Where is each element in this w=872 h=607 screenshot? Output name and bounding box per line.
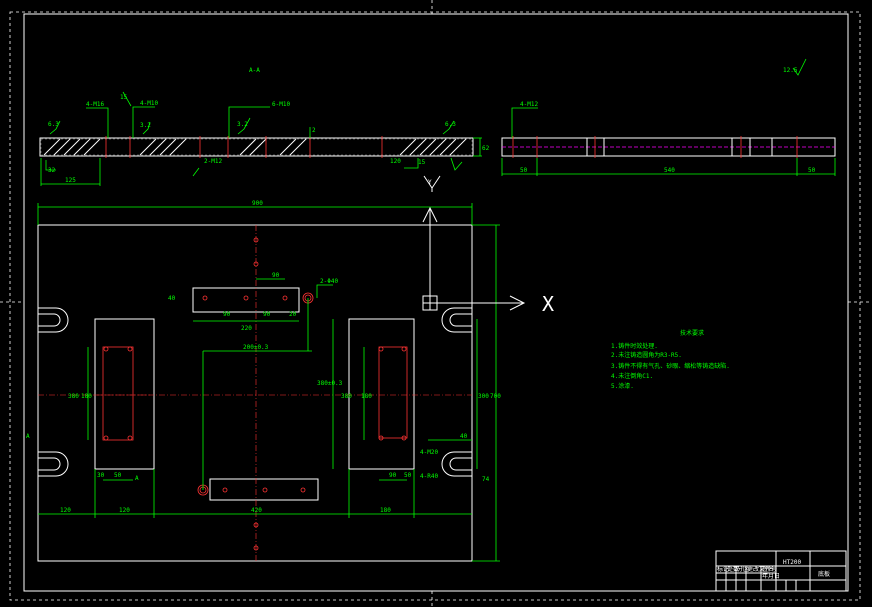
side-view: 4-M12 50 540 50 — [501, 101, 836, 176]
svg-text:90: 90 — [263, 311, 271, 318]
svg-text:6.3: 6.3 — [445, 121, 456, 128]
svg-text:分区: 分区 — [737, 565, 749, 573]
svg-text:6-M10: 6-M10 — [272, 101, 290, 108]
svg-text:技术要求: 技术要求 — [680, 329, 704, 337]
svg-text:4-M12: 4-M12 — [520, 101, 538, 108]
svg-text:300: 300 — [478, 393, 489, 400]
svg-text:签名: 签名 — [762, 565, 774, 573]
svg-text:50: 50 — [404, 472, 412, 479]
technical-notes: 技术要求 1.铸件时效处理. 2.未注铸造圆角为R3-R5. 3.铸件不得有气孔… — [611, 329, 730, 390]
svg-text:50: 50 — [520, 167, 528, 174]
section-view: 4-M16 4-M10 6-M10 2-M12 6.3 3.2 3.2 6.3 … — [39, 91, 490, 186]
svg-text:Y: Y — [428, 179, 432, 186]
svg-text:90: 90 — [223, 311, 231, 318]
svg-text:50: 50 — [114, 472, 122, 479]
y-axis-marker: Y — [423, 175, 441, 192]
svg-text:4-M16: 4-M16 — [86, 101, 104, 108]
sheet-inner-border — [23, 13, 849, 592]
svg-text:380: 380 — [68, 393, 79, 400]
svg-text:3.2: 3.2 — [140, 122, 151, 129]
svg-text:X: X — [542, 292, 554, 316]
svg-text:4.未注倒角C1.: 4.未注倒角C1. — [611, 372, 653, 380]
svg-text:74: 74 — [482, 476, 490, 483]
title-block: HT200 底板 标记 处数 分区 更改文件号 签名 年月日 — [715, 550, 847, 592]
svg-text:180: 180 — [361, 393, 372, 400]
svg-text:更改文件号: 更改文件号 — [747, 565, 777, 573]
svg-text:12.5: 12.5 — [783, 67, 798, 74]
svg-text:120: 120 — [390, 158, 401, 165]
svg-text:3.铸件不得有气孔、砂眼、缩松等铸造缺陷.: 3.铸件不得有气孔、砂眼、缩松等铸造缺陷. — [611, 362, 730, 370]
svg-text:5.涂漆.: 5.涂漆. — [611, 382, 634, 390]
svg-text:540: 540 — [664, 167, 675, 174]
svg-text:2: 2 — [312, 127, 316, 134]
svg-text:90: 90 — [389, 472, 397, 479]
svg-text:4-R40: 4-R40 — [420, 473, 438, 480]
svg-text:420: 420 — [251, 507, 262, 514]
svg-text:40: 40 — [460, 433, 468, 440]
svg-text:20: 20 — [289, 311, 297, 318]
svg-text:年月日: 年月日 — [762, 572, 780, 580]
plan-view: 900 700 90 40 220 90 90 20 2-Φ40 200±0.3… — [26, 200, 501, 562]
section-label: A-A — [249, 67, 260, 74]
svg-text:15: 15 — [120, 94, 128, 101]
svg-text:180: 180 — [380, 507, 391, 514]
svg-text:90: 90 — [272, 272, 280, 279]
svg-text:6.3: 6.3 — [48, 121, 59, 128]
svg-text:62: 62 — [482, 145, 490, 152]
svg-text:380±0.3: 380±0.3 — [317, 380, 343, 387]
sheet-outer-border — [9, 11, 861, 601]
svg-text:1.铸件时效处理.: 1.铸件时效处理. — [611, 342, 658, 350]
svg-text:380: 380 — [341, 393, 352, 400]
svg-text:3.2: 3.2 — [237, 121, 248, 128]
svg-text:4-M10: 4-M10 — [140, 100, 158, 107]
svg-text:2-Φ40: 2-Φ40 — [320, 278, 338, 285]
svg-text:HT200: HT200 — [783, 559, 801, 566]
svg-text:A: A — [26, 433, 30, 440]
svg-text:2.未注铸造圆角为R3-R5.: 2.未注铸造圆角为R3-R5. — [611, 351, 682, 359]
svg-text:A: A — [135, 475, 139, 482]
svg-text:处数: 处数 — [727, 565, 739, 573]
svg-text:125: 125 — [65, 177, 76, 184]
svg-text:180: 180 — [81, 393, 92, 400]
svg-text:120: 120 — [119, 507, 130, 514]
svg-text:30: 30 — [97, 472, 105, 479]
svg-text:15: 15 — [418, 159, 426, 166]
xy-axes: X — [422, 206, 554, 316]
svg-text:120: 120 — [60, 507, 71, 514]
svg-text:4-M20: 4-M20 — [420, 449, 438, 456]
svg-text:标记: 标记 — [717, 565, 729, 573]
svg-text:2-M12: 2-M12 — [204, 158, 222, 165]
svg-text:32: 32 — [48, 167, 56, 174]
roughness-symbol: 12.5 — [783, 58, 807, 76]
svg-text:700: 700 — [490, 393, 501, 400]
svg-text:200±0.3: 200±0.3 — [243, 344, 269, 351]
svg-text:50: 50 — [808, 167, 816, 174]
svg-text:900: 900 — [252, 200, 263, 207]
svg-text:220: 220 — [241, 325, 252, 332]
svg-text:底板: 底板 — [818, 570, 830, 578]
svg-text:40: 40 — [168, 295, 176, 302]
